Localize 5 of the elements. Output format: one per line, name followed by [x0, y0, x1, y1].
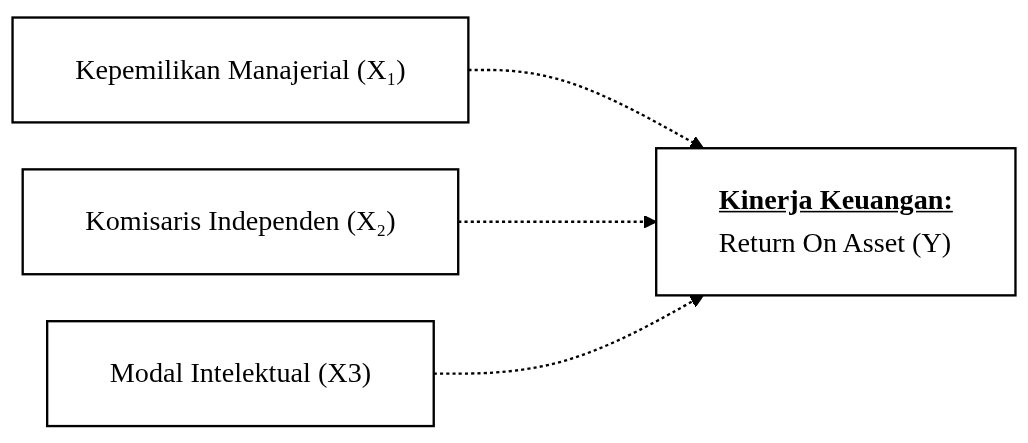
- node-box: Kepemilikan Manajerial (X₁): [11, 16, 470, 124]
- node-box: Kinerja Keuangan: Return On Asset (Y): [655, 146, 1017, 297]
- arrow: [458, 214, 657, 229]
- node-box: Komisaris Independen (X₂): [21, 167, 460, 276]
- node-box: Modal Intelektual (X3): [46, 319, 435, 427]
